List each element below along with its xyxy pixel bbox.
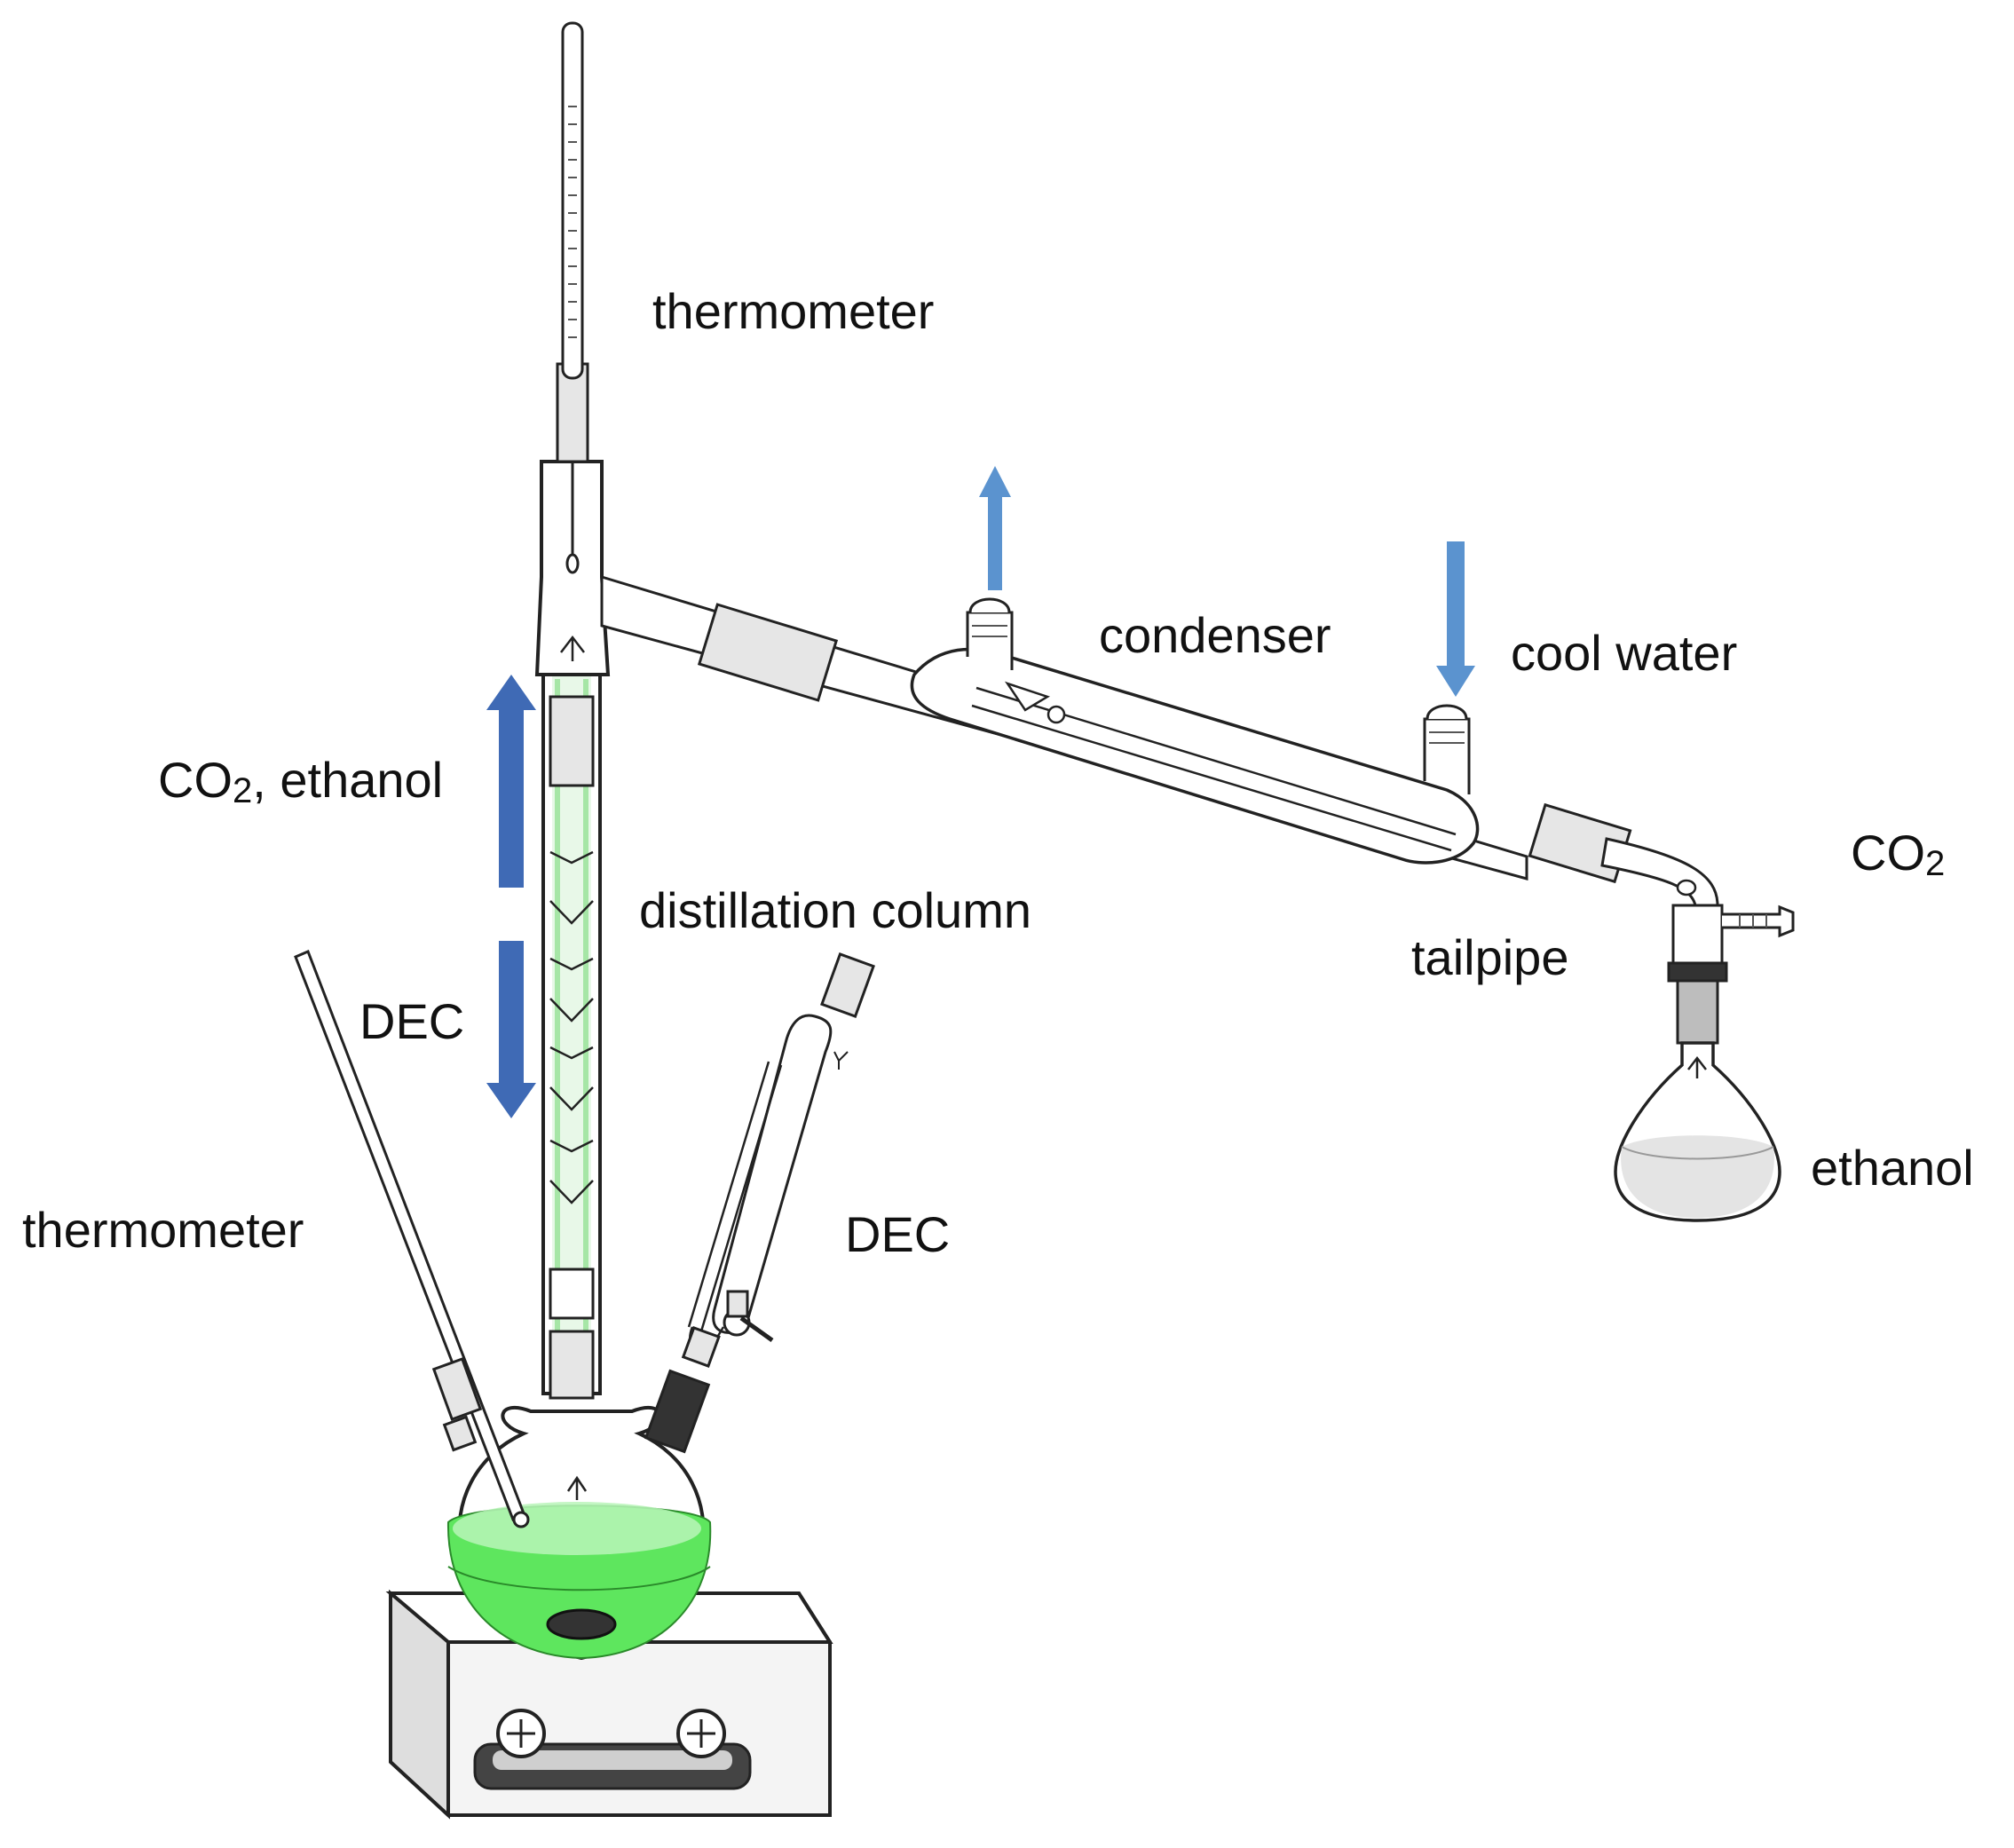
label-thermometer-left: thermometer <box>22 1202 304 1258</box>
arrow-down-icon <box>486 941 536 1118</box>
stir-bar <box>546 1608 617 1640</box>
water-inlet-nozzle <box>1423 717 1471 794</box>
receiving-flask <box>1614 1041 1781 1222</box>
label-co2-ethanol: CO2, ethanol <box>158 752 443 810</box>
water-out-arrow-up-icon <box>979 466 1011 590</box>
label-co2: CO2 <box>1851 825 1945 883</box>
label-tailpipe: tailpipe <box>1411 929 1568 985</box>
label-cool-water: cool water <box>1511 625 1737 681</box>
dropping-funnel <box>644 952 875 1454</box>
label-distillation-column: distillation column <box>639 882 1031 938</box>
hot-plate-stirrer <box>385 1589 833 1820</box>
tailpipe <box>1528 802 1795 1045</box>
three-neck-flask <box>446 1405 712 1661</box>
distillation-column <box>541 673 602 1400</box>
column-bottom-joint <box>549 1330 595 1400</box>
water-in-arrow-down-icon <box>1436 541 1475 697</box>
label-thermometer-top: thermometer <box>652 283 934 339</box>
arrow-up-icon <box>486 675 536 888</box>
flask-thermometer <box>294 950 530 1528</box>
label-dec-arrow: DEC <box>359 993 464 1049</box>
column-top-joint <box>549 695 595 787</box>
label-dec-funnel: DEC <box>845 1206 950 1262</box>
condenser <box>600 574 1528 881</box>
label-ethanol: ethanol <box>1811 1140 1974 1196</box>
thermometer-scale <box>568 106 577 338</box>
label-condenser: condenser <box>1099 607 1331 663</box>
distillation-head <box>534 21 611 676</box>
